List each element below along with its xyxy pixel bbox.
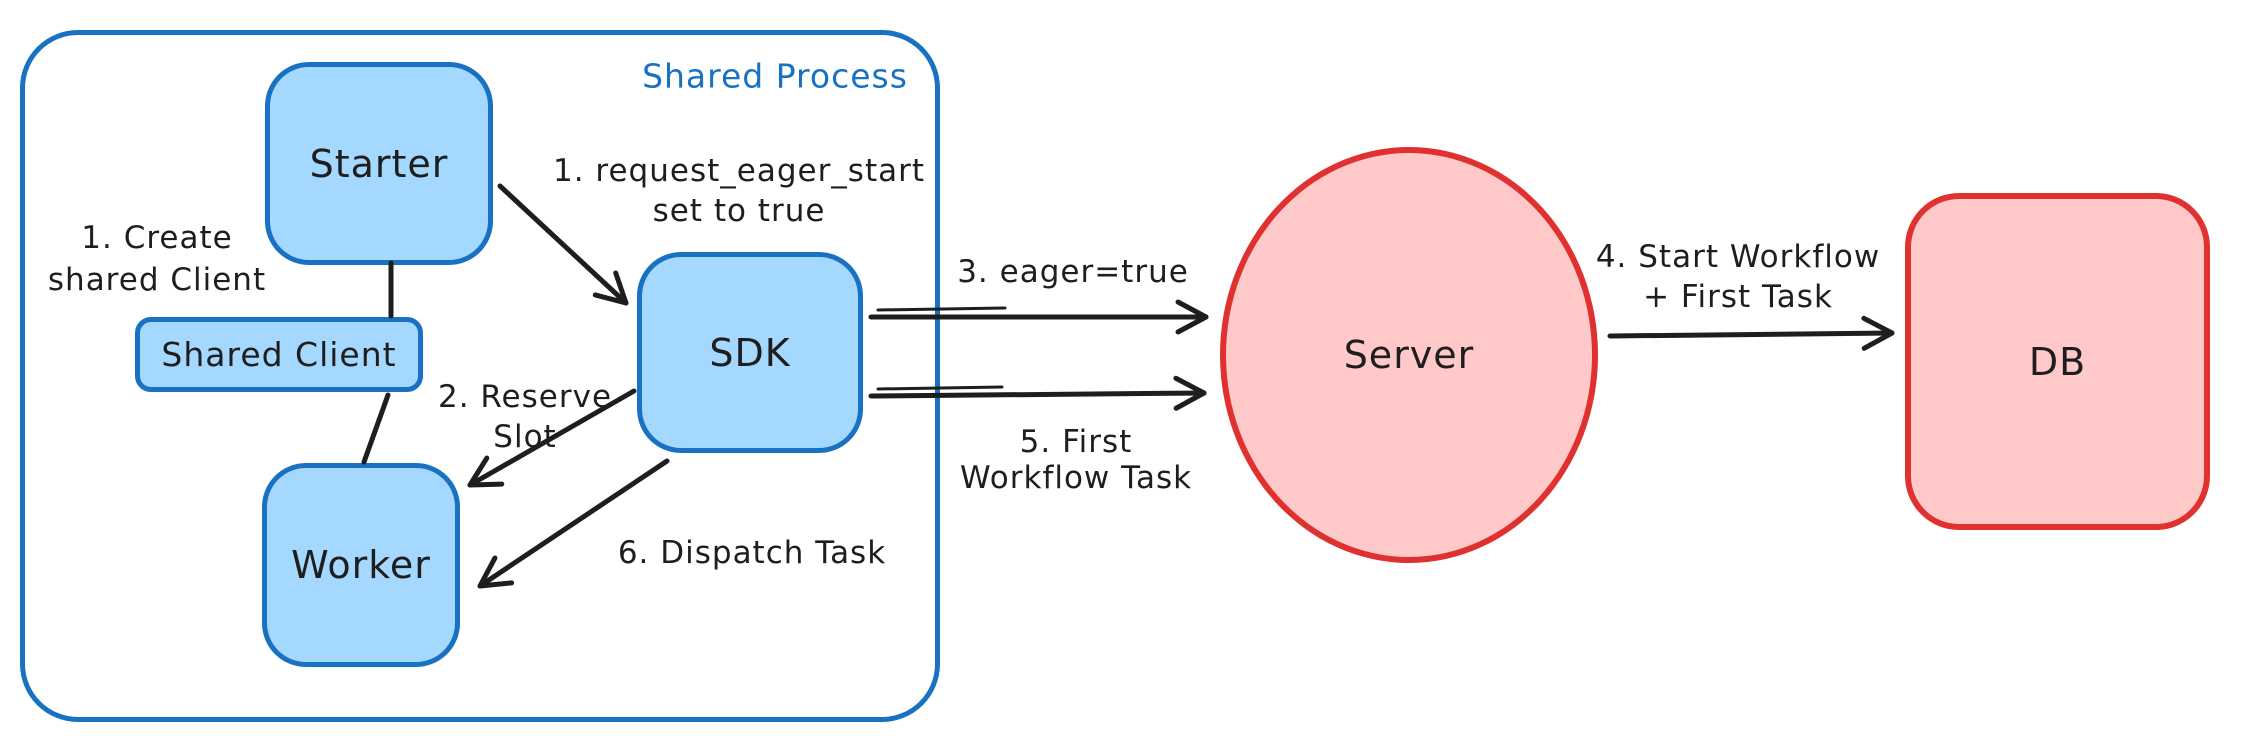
annotation-dispatch-task: 6. Dispatch Task (618, 533, 886, 573)
node-db: DB (1905, 193, 2210, 530)
annotation-line: Workflow Task (959, 460, 1193, 496)
node-shared-client-label: Shared Client (161, 335, 397, 374)
annotation-create-shared-client: 1. Create shared Client (48, 217, 266, 301)
node-db-label: DB (2028, 339, 2087, 384)
annotation-line: 2. Reserve (437, 379, 613, 415)
annotation-line: 4. Start Workflow (1595, 239, 1881, 275)
annotation-line: 1. Create (81, 220, 233, 256)
annotation-line: set to true (652, 193, 826, 229)
annotation-first-workflow-task: 5. First Workflow Task (960, 424, 1192, 496)
node-worker: Worker (262, 463, 460, 667)
shared-process-label: Shared Process (642, 56, 908, 96)
annotation-line: 6. Dispatch Task (617, 535, 887, 571)
node-starter-label: Starter (309, 141, 449, 186)
arrow-start-workflow (1607, 315, 1895, 351)
annotation-line: 5. First (1019, 424, 1133, 460)
node-worker-label: Worker (291, 543, 431, 587)
node-server: Server (1220, 147, 1598, 563)
node-sdk: SDK (637, 252, 863, 453)
annotation-line: Slot (493, 419, 557, 455)
annotation-start-workflow: 4. Start Workflow + First Task (1596, 237, 1880, 317)
node-shared-client: Shared Client (135, 317, 423, 392)
node-sdk-label: SDK (709, 330, 791, 375)
annotation-line: shared Client (47, 262, 267, 298)
node-server-label: Server (1343, 333, 1475, 377)
annotation-eager-true: 3. eager=true (957, 252, 1189, 292)
annotation-line: + First Task (1643, 279, 1833, 315)
node-starter: Starter (265, 62, 493, 265)
annotation-line: 1. request_eager_start (552, 153, 926, 189)
annotation-line: 3. eager=true (957, 254, 1189, 290)
shared-process-group-box (20, 30, 940, 722)
annotation-reserve-slot: 2. Reserve Slot (438, 377, 612, 457)
annotation-request-eager-start: 1. request_eager_start set to true (553, 151, 925, 231)
